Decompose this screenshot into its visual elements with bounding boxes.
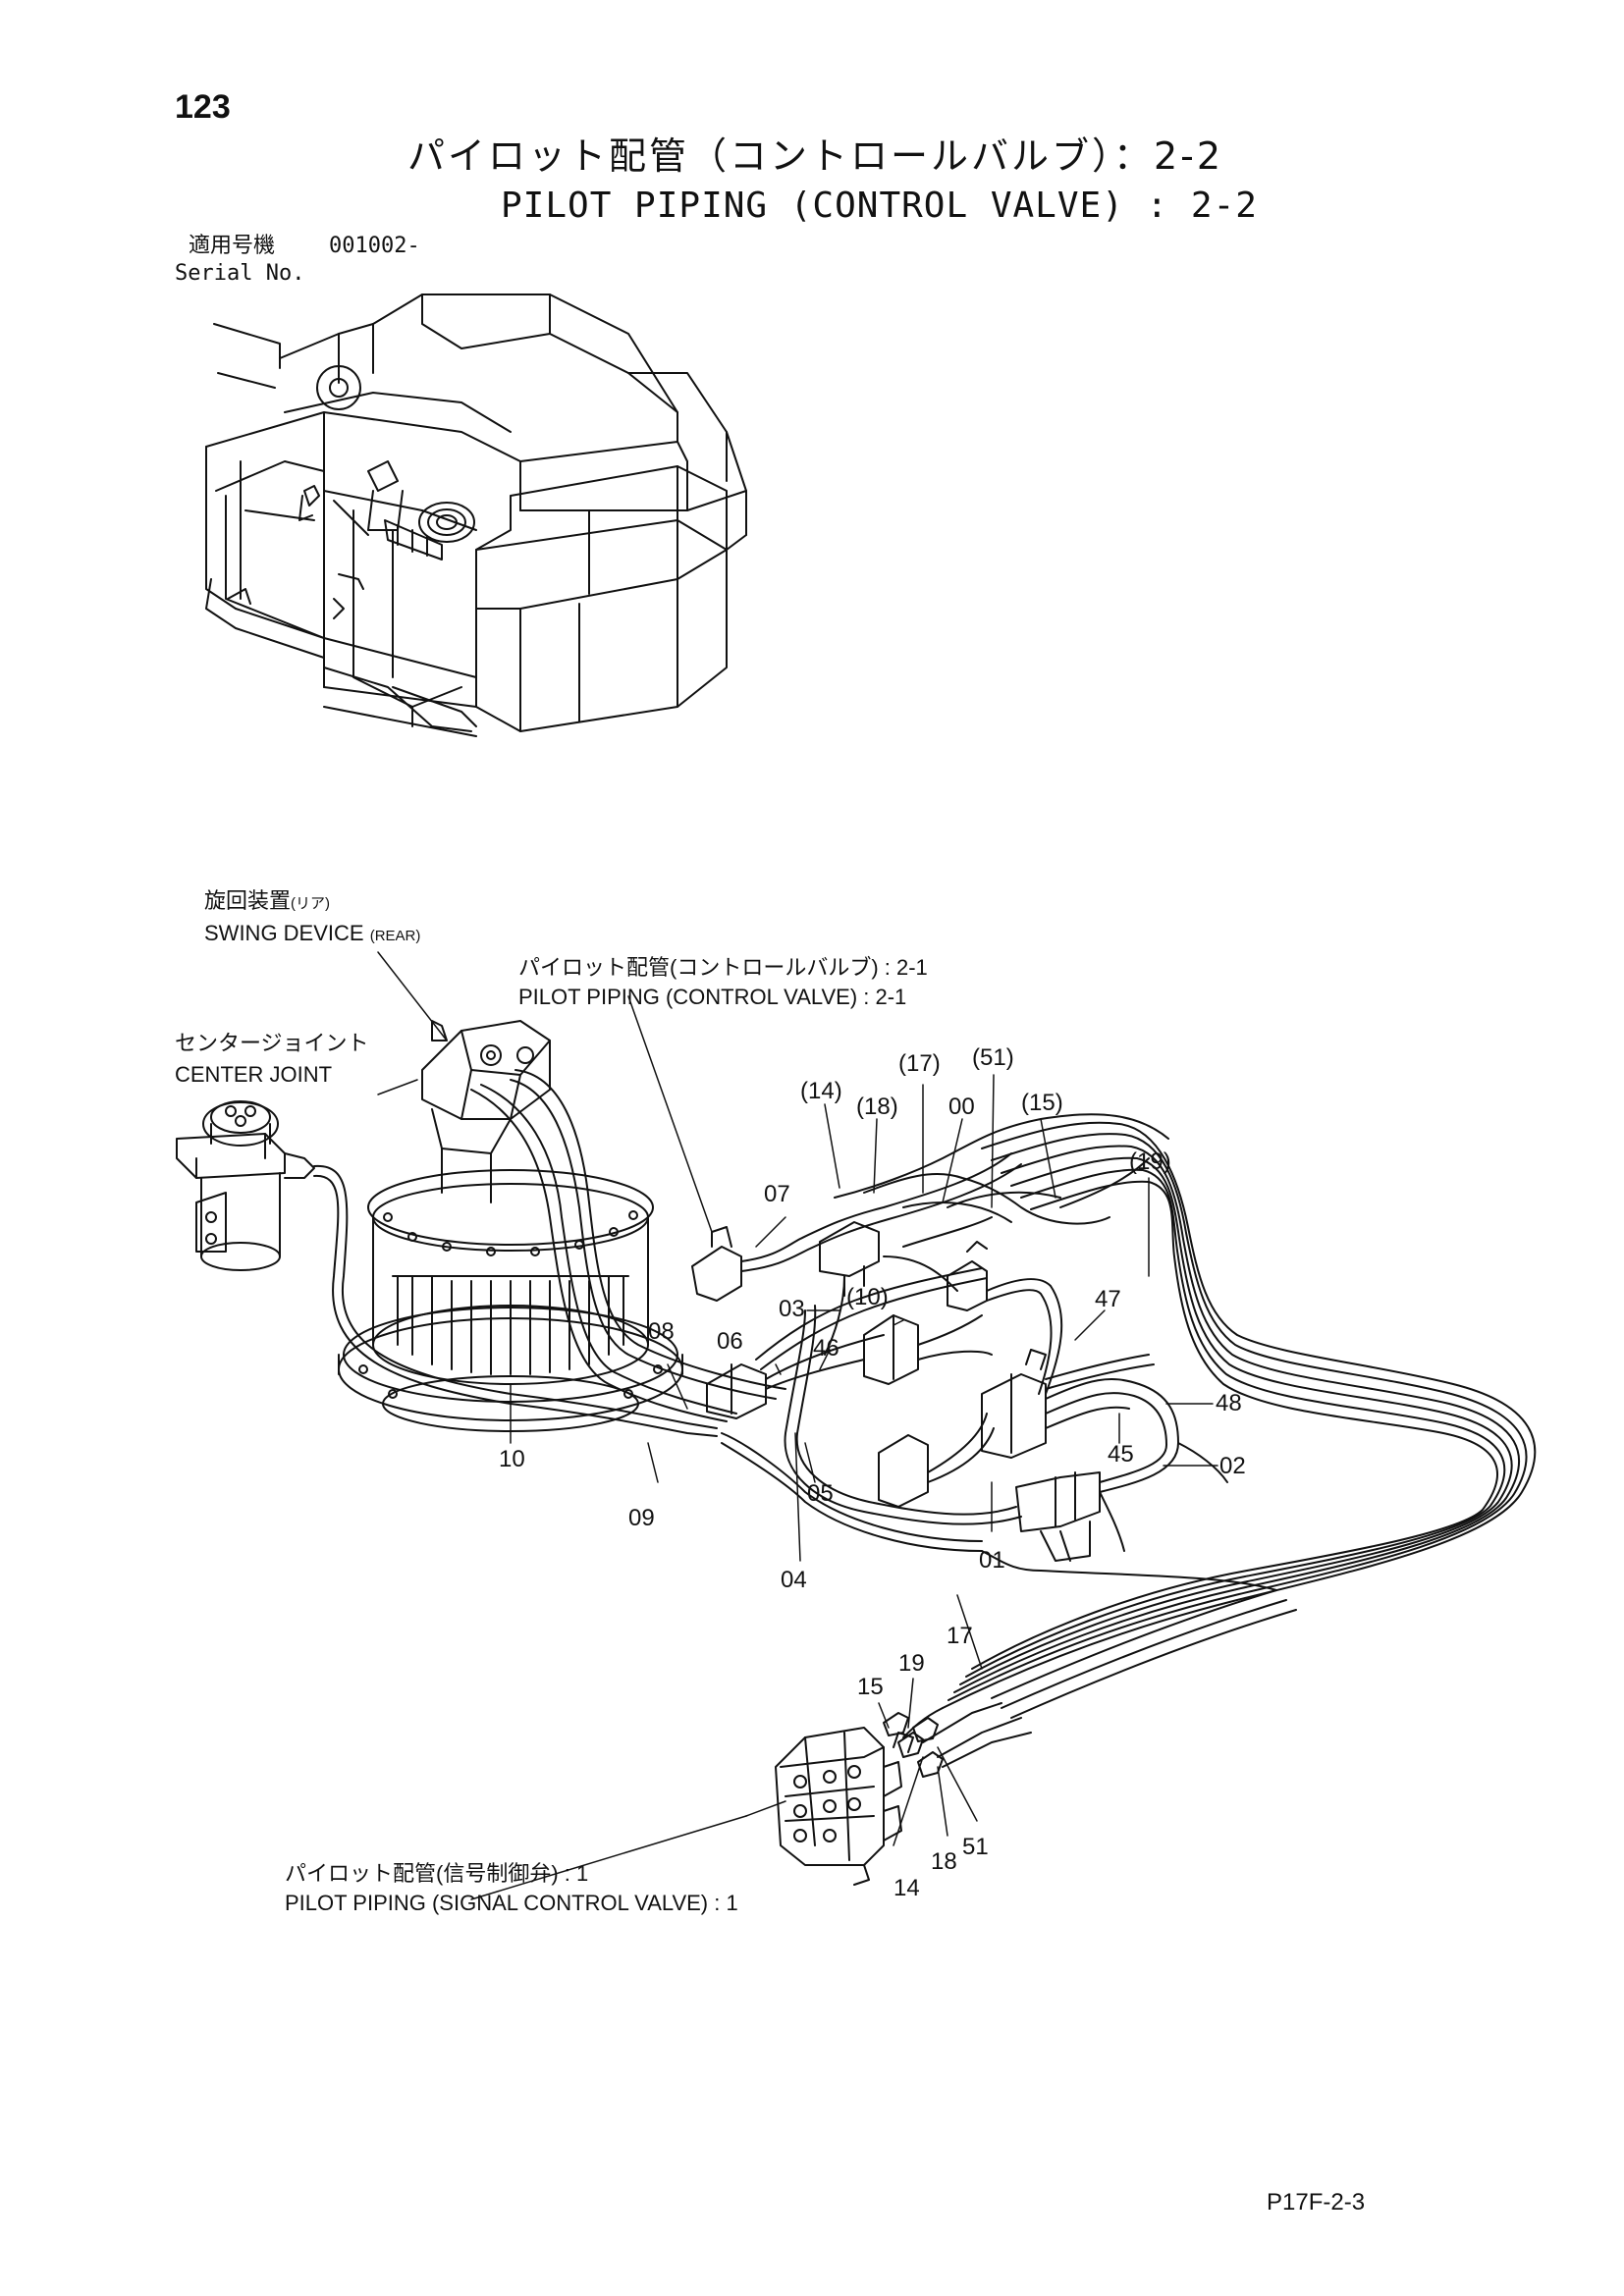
swing-hoses	[314, 1070, 982, 1551]
part-number: 48	[1216, 1390, 1242, 1416]
lower-hose-bundle	[903, 1443, 1296, 1737]
signal-control-valve-drawing	[776, 1728, 913, 1885]
part-number: 46	[813, 1335, 839, 1362]
part-number: (10)	[846, 1284, 889, 1310]
part-number: 51	[962, 1834, 989, 1860]
part-number: 19	[898, 1650, 925, 1677]
machine-overview-drawing	[206, 294, 746, 736]
pilot-piping-cv21-label-en: PILOT PIPING (CONTROL VALVE) : 2-1	[518, 985, 907, 1009]
pilot-piping-scv-label-en: PILOT PIPING (SIGNAL CONTROL VALVE) : 1	[285, 1891, 738, 1915]
part-number: 02	[1219, 1453, 1246, 1479]
part-number: (18)	[856, 1094, 898, 1120]
part-number: 17	[947, 1623, 973, 1649]
part-number: 07	[764, 1181, 790, 1207]
leader-lines	[378, 952, 1218, 1899]
scv-fittings	[884, 1703, 1031, 1777]
part-number: 08	[648, 1318, 675, 1345]
part-number: (15)	[1021, 1090, 1063, 1116]
swing-device-label-en: SWING DEVICE (REAR)	[204, 921, 421, 945]
swing-device-label-jp: 旋回装置(リア)	[204, 888, 331, 913]
part-number: 03	[779, 1296, 805, 1322]
part-number: 45	[1108, 1441, 1134, 1468]
part-number: 04	[781, 1567, 807, 1593]
part-number: 00	[948, 1094, 975, 1120]
page-number: 123	[175, 88, 231, 126]
center-joint-drawing	[177, 1101, 314, 1270]
part-number: (51)	[972, 1044, 1014, 1071]
page-code: P17F-2-3	[1267, 2189, 1366, 2216]
part-number: 01	[979, 1547, 1005, 1574]
part-number: 18	[931, 1848, 957, 1875]
part-number: (19)	[1129, 1148, 1171, 1175]
part-number: 09	[628, 1505, 655, 1531]
swing-device-drawing	[339, 1021, 682, 1431]
pilot-piping-scv-label-jp: パイロット配管(信号制御弁) : 1	[285, 1861, 589, 1886]
center-joint-label-en: CENTER JOINT	[175, 1062, 333, 1087]
pilot-piping-cv21-label-jp: パイロット配管(コントロールバルブ) : 2-1	[518, 955, 928, 980]
page-title-en: PILOT PIPING (CONTROL VALVE) : 2-2	[501, 186, 1258, 226]
part-number: 15	[857, 1674, 884, 1700]
part-number: 06	[717, 1328, 743, 1355]
serial-label-en: Serial No.	[175, 261, 305, 286]
part-number: 47	[1095, 1286, 1121, 1312]
serial-label-jp: 適用号機	[189, 234, 276, 258]
part-number: 10	[499, 1446, 525, 1472]
part-number: (14)	[800, 1078, 842, 1104]
page-title-jp: パイロット配管（コントロールバルブ）：2-2	[407, 134, 1224, 178]
part-number: (17)	[898, 1050, 941, 1077]
serial-value: 001002-	[329, 234, 420, 258]
valve-cluster-drawing	[692, 1222, 1100, 1561]
center-joint-label-jp: センタージョイント	[175, 1031, 369, 1055]
valve-hoses	[741, 1114, 1178, 1523]
part-number: 05	[807, 1480, 834, 1507]
part-number: 14	[893, 1875, 920, 1901]
